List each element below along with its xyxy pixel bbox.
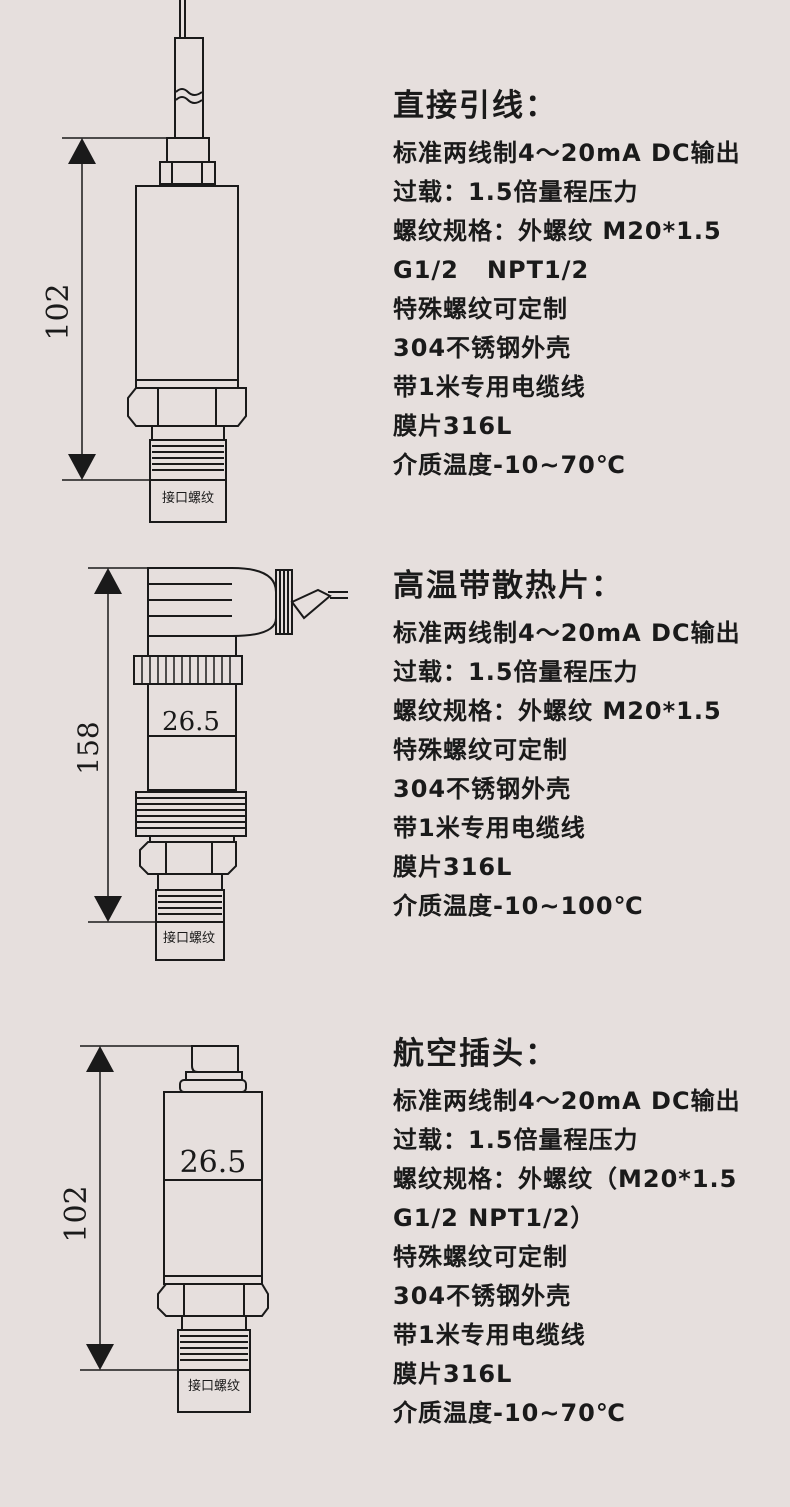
spec-line: 带1米专用电缆线 (393, 1321, 586, 1349)
sensor-body (163, 1091, 263, 1285)
port-collar (181, 1315, 247, 1331)
sensor-drawing-aviation-plug: 102 26.5 接口螺纹 (59, 1045, 269, 1413)
spec-line: 膜片316L (393, 412, 513, 440)
cable-gland (166, 137, 210, 163)
spec-line: 螺纹规格：外螺纹（M20*1.5 (393, 1165, 738, 1193)
spec-line: 介质温度-10~100℃ (393, 892, 644, 920)
section-title: 航空插头： (393, 1036, 558, 1072)
spec-line: G1/2 NPT1/2 (393, 256, 590, 284)
spec-line: 标准两线制4～20mA DC输出 (393, 619, 741, 647)
dim-arrow-bottom (94, 896, 122, 922)
spec-line: 螺纹规格：外螺纹 M20*1.5 (393, 697, 722, 725)
spec-line: 304不锈钢外壳 (393, 775, 572, 803)
spec-line: 过载：1.5倍量程压力 (393, 658, 639, 686)
spec-line: 特殊螺纹可定制 (393, 295, 568, 323)
port-collar (157, 873, 223, 891)
side-cable (290, 588, 332, 620)
dimension-label: 102 (59, 1185, 94, 1242)
hex-nut (127, 387, 247, 427)
spec-line: 标准两线制4～20mA DC输出 (393, 139, 741, 167)
port-thread-label: 接口螺纹 (188, 1378, 240, 1394)
spec-line: 特殊螺纹可定制 (393, 736, 568, 764)
port-collar (151, 425, 225, 441)
spec-line: 304不锈钢外壳 (393, 334, 572, 362)
sensor-drawing-high-temp: 158 26.5 接口螺纹 (72, 567, 348, 961)
hex-nut (139, 841, 237, 875)
spec-line: 介质温度-10~70℃ (393, 1399, 626, 1427)
spec-line: 带1米专用电缆线 (393, 814, 586, 842)
spec-line: 膜片316L (393, 853, 513, 881)
dim-arrow-bottom (68, 454, 96, 480)
dimension-label: 102 (41, 283, 76, 340)
section-title: 高温带散热片： (393, 568, 624, 604)
dimension-label: 158 (72, 721, 105, 774)
sensor-drawing-direct-lead: 102 接口螺纹 (41, 0, 247, 523)
aviation-plug-head (191, 1045, 239, 1073)
dim-arrow-bottom (86, 1344, 114, 1370)
spec-line: 304不锈钢外壳 (393, 1282, 572, 1310)
section-high-temp: 158 26.5 接口螺纹 高温带散热片： 标准两线制4～20mA DC输出 过… (0, 540, 790, 990)
plug-collar (179, 1079, 247, 1093)
specs-aviation-plug: 航空插头： 标准两线制4～20mA DC输出 过载：1.5倍量程压力 螺纹规格：… (393, 1034, 741, 1433)
section-direct-lead: 102 接口螺纹 直接引线： 标准两线制4～20mA DC输出 过载：1.5倍量… (0, 0, 790, 540)
dim-arrow-top (94, 568, 122, 594)
spec-line: 特殊螺纹可定制 (393, 1243, 568, 1271)
port-thread (155, 889, 225, 961)
drawing-high-temp: 158 26.5 接口螺纹 (0, 540, 390, 990)
hex-nut (157, 1283, 269, 1317)
spec-line: 带1米专用电缆线 (393, 373, 586, 401)
spec-line: 标准两线制4～20mA DC输出 (393, 1087, 741, 1115)
spec-line: 过载：1.5倍量程压力 (393, 1126, 639, 1154)
spec-line: 过载：1.5倍量程压力 (393, 178, 639, 206)
drawing-direct-lead: 102 接口螺纹 (0, 0, 390, 540)
cable-sleeve (174, 37, 204, 139)
section-title: 直接引线： (393, 88, 558, 124)
spec-line: 介质温度-10~70℃ (393, 451, 626, 479)
port-thread-label: 接口螺纹 (163, 930, 215, 946)
spec-line: G1/2 NPT1/2） (393, 1204, 596, 1232)
connector-head (147, 567, 277, 637)
sensor-body (135, 185, 239, 389)
specs-direct-lead: 直接引线： 标准两线制4～20mA DC输出 过载：1.5倍量程压力 螺纹规格：… (393, 86, 741, 485)
drawing-aviation-plug: 102 26.5 接口螺纹 (0, 1010, 390, 1507)
spec-line: 螺纹规格：外螺纹 M20*1.5 (393, 217, 722, 245)
diameter-label: 26.5 (162, 707, 220, 737)
spec-line: 膜片316L (393, 1360, 513, 1388)
cable-break-mark (175, 88, 203, 96)
dim-arrow-top (68, 138, 96, 164)
specs-high-temp: 高温带散热片： 标准两线制4～20mA DC输出 过载：1.5倍量程压力 螺纹规… (393, 566, 741, 926)
port-thread-label: 接口螺纹 (162, 490, 214, 506)
diameter-label: 26.5 (180, 1145, 247, 1180)
section-aviation-plug: 102 26.5 接口螺纹 航空插头： 标准两线制4～20mA DC输出 过载：… (0, 1010, 790, 1507)
dim-arrow-top (86, 1046, 114, 1072)
